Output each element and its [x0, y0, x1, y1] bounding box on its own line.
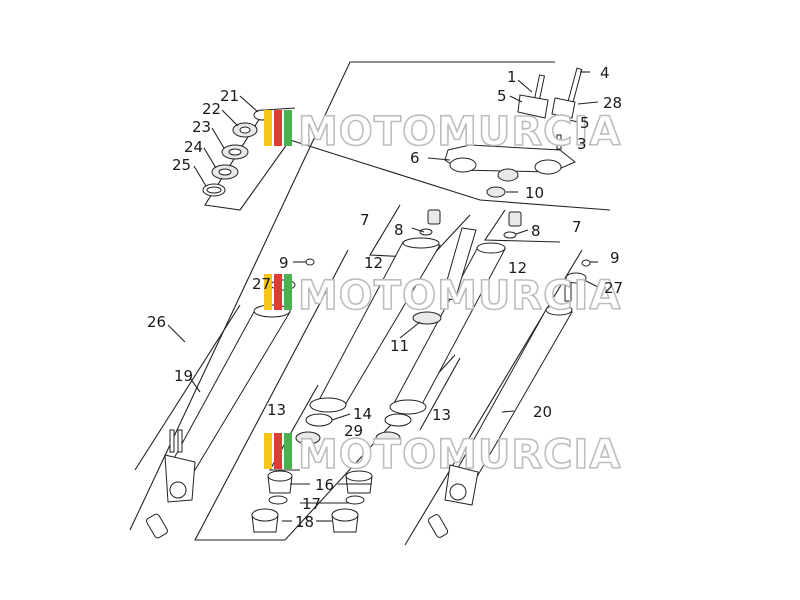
label-part-28: 28: [603, 94, 622, 112]
label-part-8-right: 8: [531, 222, 541, 240]
steering-nut-part: [486, 186, 506, 198]
label-part-3: 3: [577, 135, 587, 153]
label-part-29: 29: [344, 422, 363, 440]
fork-caps: [419, 209, 522, 239]
label-part-14: 14: [353, 405, 372, 423]
label-part-11: 11: [390, 337, 409, 355]
label-part-25: 25: [172, 156, 191, 174]
label-part-23: 23: [192, 118, 211, 136]
watermark-middle: MOTOMURCIA: [264, 272, 621, 320]
label-part-7-right: 7: [572, 218, 582, 236]
label-part-18: 18: [295, 513, 314, 531]
label-part-4: 4: [600, 64, 610, 82]
label-part-21: 21: [220, 87, 239, 105]
label-part-7-left: 7: [360, 211, 370, 229]
group-outline-lines: [129, 61, 611, 546]
bolt-part: [412, 311, 442, 325]
fork-stanchions: [309, 227, 506, 415]
label-part-27-left: 27: [252, 275, 271, 293]
watermark-text-middle: MOTOMURCIA: [298, 273, 621, 319]
label-part-26: 26: [147, 313, 166, 331]
label-part-9-left: 9: [279, 254, 289, 272]
lower-fork-parts: [251, 413, 412, 533]
label-part-22: 22: [202, 100, 221, 118]
label-part-9-right: 9: [610, 249, 620, 267]
watermark-bottom: MOTOMURCIA: [264, 431, 621, 479]
label-part-6: 6: [410, 149, 420, 167]
right-fork-leg: [427, 259, 591, 538]
label-part-19: 19: [174, 367, 193, 385]
label-part-1: 1: [507, 68, 517, 86]
label-part-10: 10: [525, 184, 544, 202]
label-part-17: 17: [302, 495, 321, 513]
label-part-5-right: 5: [580, 114, 590, 132]
label-part-20: 20: [533, 403, 552, 421]
label-part-16: 16: [315, 476, 334, 494]
label-part-12-left: 12: [364, 254, 383, 272]
label-part-27-right: 27: [604, 279, 623, 297]
part-number-labels: 1 4 5 28 5 3 6 10 21 22 23 24 25 7 8 7 8…: [147, 64, 623, 531]
steering-bearing-cluster: [202, 109, 271, 197]
label-part-13-right: 13: [432, 406, 451, 424]
watermark-top: MOTOMURCIA: [264, 108, 621, 156]
watermark-text-bottom: MOTOMURCIA: [298, 432, 621, 478]
label-part-24: 24: [184, 138, 203, 156]
label-part-5-top: 5: [497, 87, 507, 105]
label-part-13-left: 13: [267, 401, 286, 419]
label-part-12-right: 12: [508, 259, 527, 277]
label-part-8-left: 8: [394, 221, 404, 239]
leader-lines: [167, 71, 601, 522]
upper-triple-clamp: [444, 67, 583, 198]
watermark-text-top: MOTOMURCIA: [298, 109, 621, 155]
